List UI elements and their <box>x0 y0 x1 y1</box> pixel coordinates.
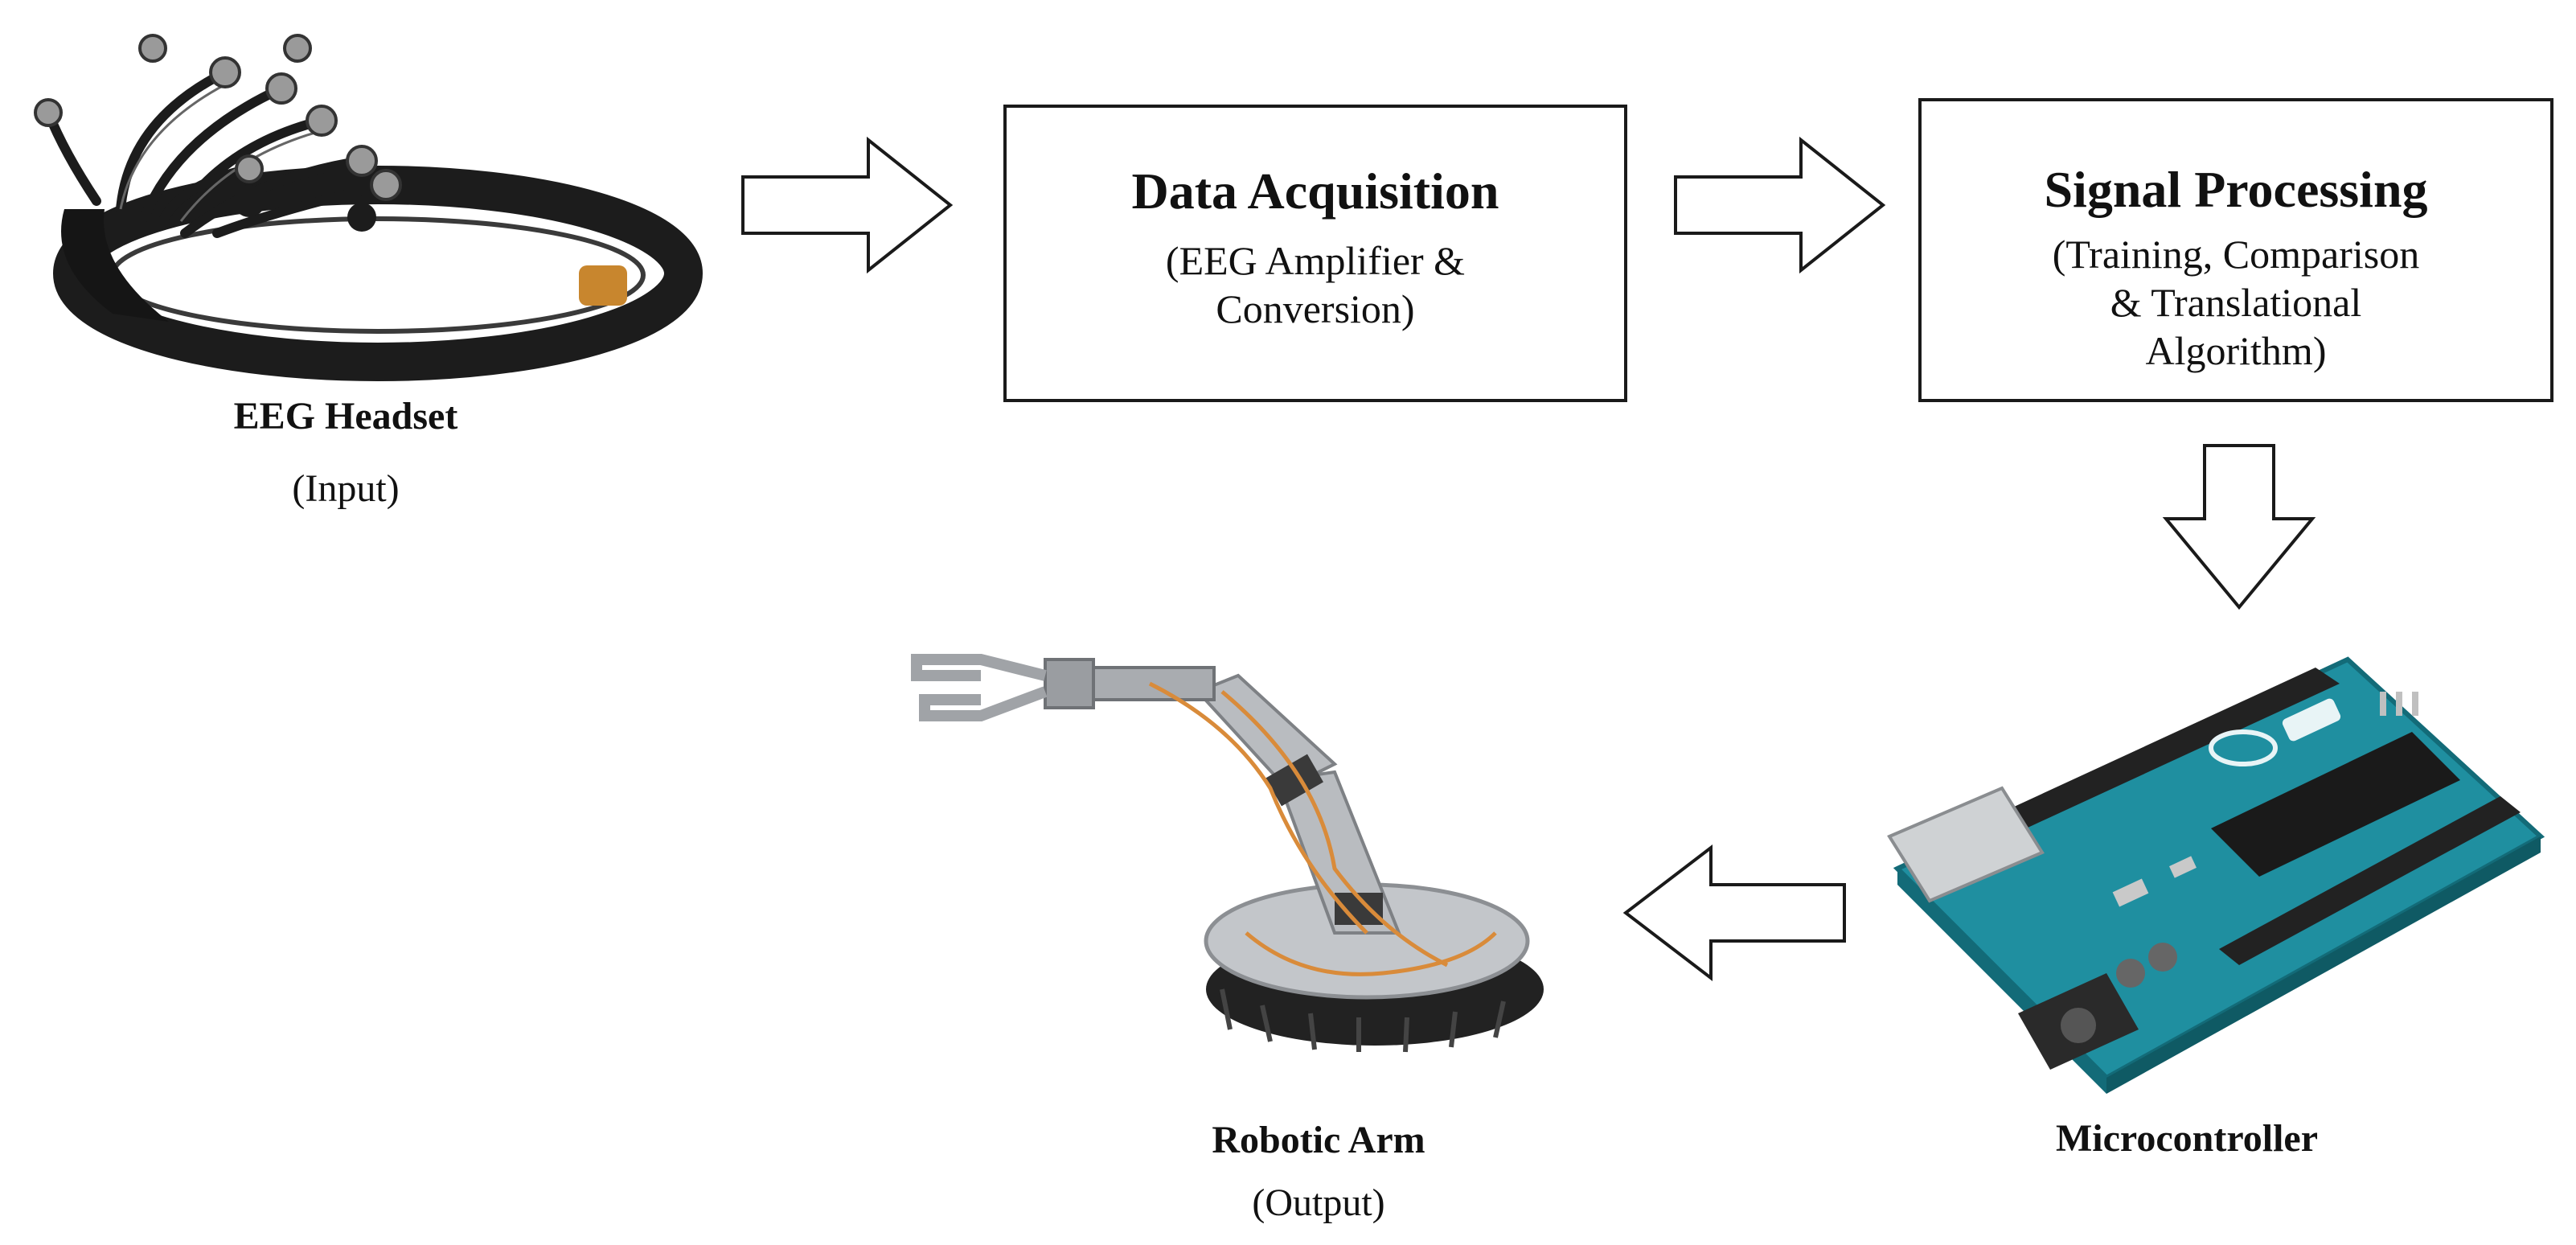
data-acquisition-line-2: Conversion) <box>1216 286 1415 331</box>
signal-processing-box: Signal Processing (Training, Comparison … <box>1918 98 2553 402</box>
eeg-headset-icon <box>34 34 703 381</box>
signal-processing-line-2: & Translational <box>2110 280 2362 325</box>
arrow-headset-to-acquisition <box>741 136 954 274</box>
data-acquisition-line-1: (EEG Amplifier & <box>1165 238 1466 283</box>
signal-processing-line-1: (Training, Comparison <box>2052 232 2420 277</box>
eeg-headset-title: EEG Headset <box>233 395 458 438</box>
arrow-acquisition-to-processing <box>1674 136 1886 274</box>
microcontroller-board-icon <box>1887 656 2545 1094</box>
data-acquisition-box: Data Acquisition (EEG Amplifier & Conver… <box>1003 105 1627 402</box>
microcontroller-title: Microcontroller <box>2055 1117 2319 1160</box>
data-acquisition-title: Data Acquisition <box>1131 162 1499 220</box>
arrow-processing-to-microcontroller <box>2162 444 2316 610</box>
arrow-microcontroller-to-arm <box>1622 844 1846 982</box>
robotic-arm-title: Robotic Arm <box>1212 1119 1425 1161</box>
robotic-arm-subtitle: (Output) <box>1252 1181 1385 1224</box>
signal-processing-title: Signal Processing <box>2044 161 2428 218</box>
signal-processing-line-3: Algorithm) <box>2145 328 2327 373</box>
robotic-arm-icon <box>911 654 1544 1053</box>
eeg-headset-subtitle: (Input) <box>292 467 400 510</box>
